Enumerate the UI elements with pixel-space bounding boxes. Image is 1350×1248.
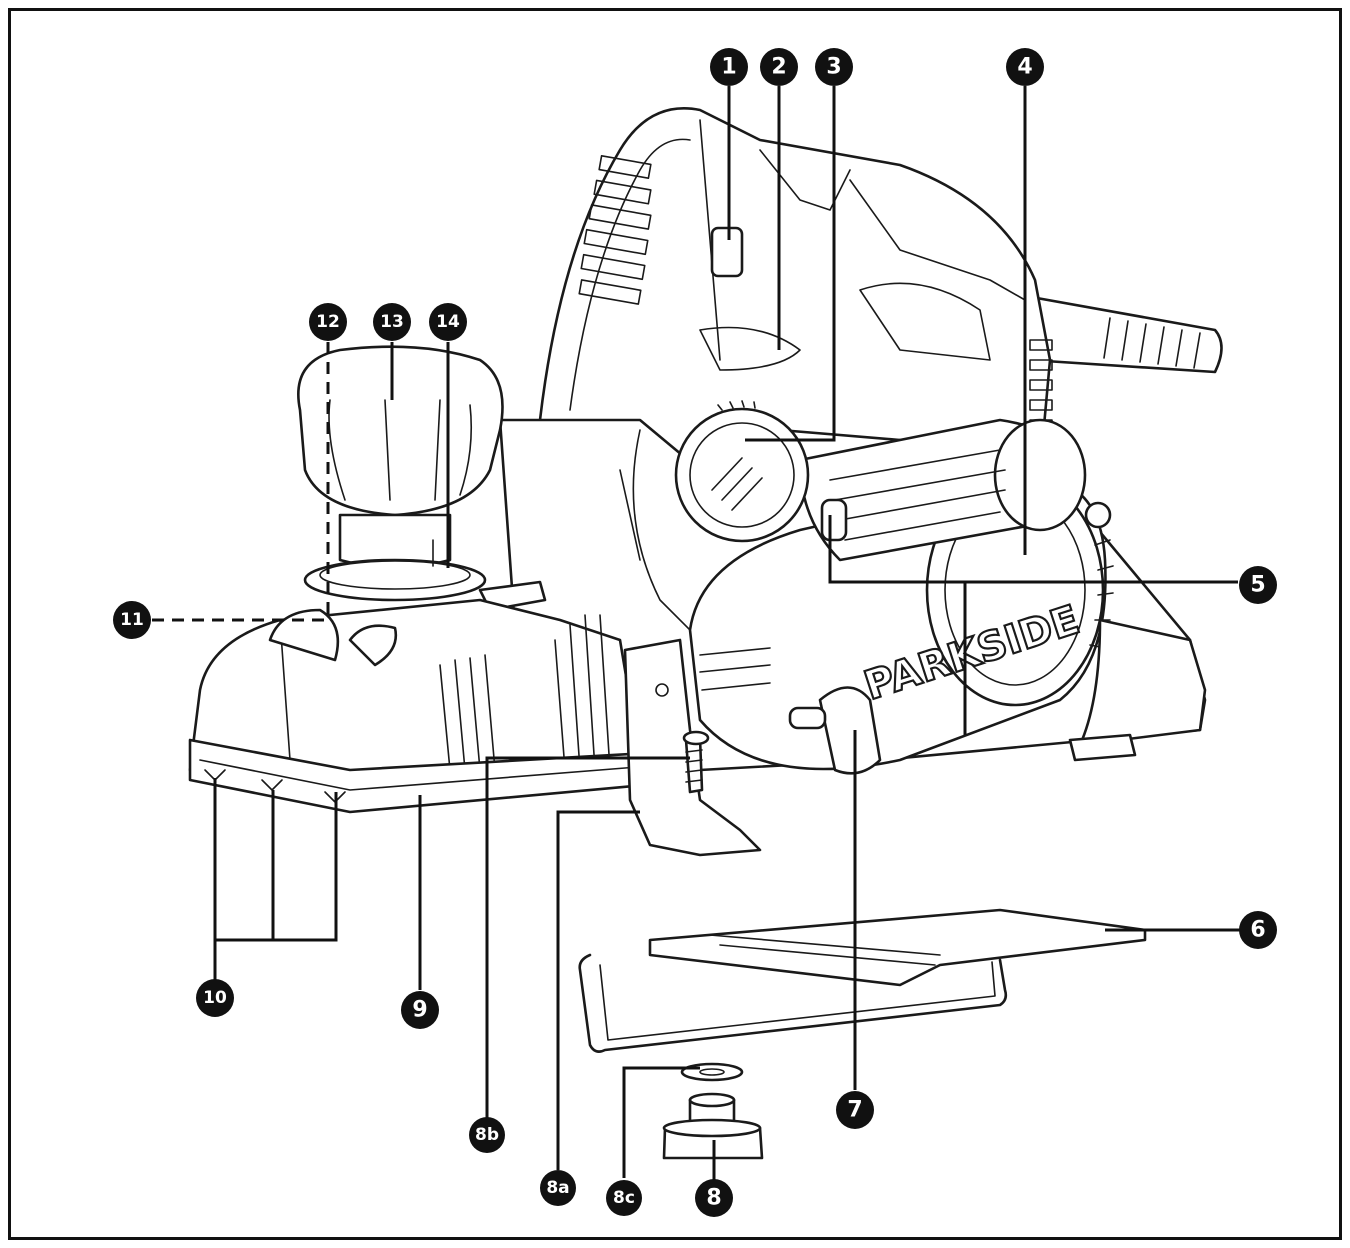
svg-text:8: 8 [706, 1186, 721, 1211]
callout-14: 14 [429, 303, 467, 341]
leader-lines [152, 86, 1240, 1180]
svg-text:3: 3 [826, 55, 841, 80]
callout-8: 8 [695, 1179, 733, 1217]
spindle-lock [674, 400, 810, 543]
callout-13: 13 [373, 303, 411, 341]
power-cord [1018, 293, 1223, 374]
callout-10: 10 [196, 979, 234, 1017]
side-knob [788, 686, 882, 775]
svg-text:11: 11 [120, 610, 144, 630]
svg-text:8b: 8b [475, 1125, 499, 1145]
callout-9: 9 [401, 991, 439, 1029]
callout-4: 4 [1006, 48, 1044, 86]
callout-8a: 8a [540, 1170, 576, 1206]
svg-text:9: 9 [412, 998, 427, 1023]
svg-text:8c: 8c [613, 1188, 635, 1208]
svg-text:13: 13 [380, 312, 404, 332]
callout-3: 3 [815, 48, 853, 86]
callout-5: 5 [1239, 566, 1277, 604]
svg-text:6: 6 [1250, 918, 1265, 943]
washer [680, 1062, 744, 1082]
svg-text:5: 5 [1250, 573, 1265, 598]
callout-1: 1 [710, 48, 748, 86]
svg-text:14: 14 [436, 312, 460, 332]
callout-8b: 8b [469, 1117, 505, 1153]
chip-ejector-lever [820, 498, 848, 542]
callout-8c: 8c [606, 1180, 642, 1216]
svg-text:4: 4 [1017, 55, 1032, 80]
callout-7: 7 [836, 1091, 874, 1129]
lock-off-button [710, 226, 744, 278]
handle [538, 107, 1053, 472]
figure-frame [8, 8, 1342, 1240]
callout-12: 12 [309, 303, 347, 341]
svg-text:10: 10 [203, 988, 227, 1008]
callout-11: 11 [113, 601, 151, 639]
callouts: 1 2 3 4 5 6 7 8 8a 8b 8c 9 10 11 12 13 1… [113, 48, 1277, 1217]
guide-bracket [623, 638, 762, 857]
callout-6: 6 [1239, 911, 1277, 949]
motor-drum [798, 418, 1112, 562]
svg-text:12: 12 [316, 312, 340, 332]
parallel-guide [578, 908, 1147, 1053]
svg-text:8a: 8a [546, 1178, 569, 1198]
svg-text:7: 7 [847, 1098, 862, 1123]
svg-text:2: 2 [771, 55, 786, 80]
svg-text:1: 1 [721, 55, 736, 80]
callout-2: 2 [760, 48, 798, 86]
